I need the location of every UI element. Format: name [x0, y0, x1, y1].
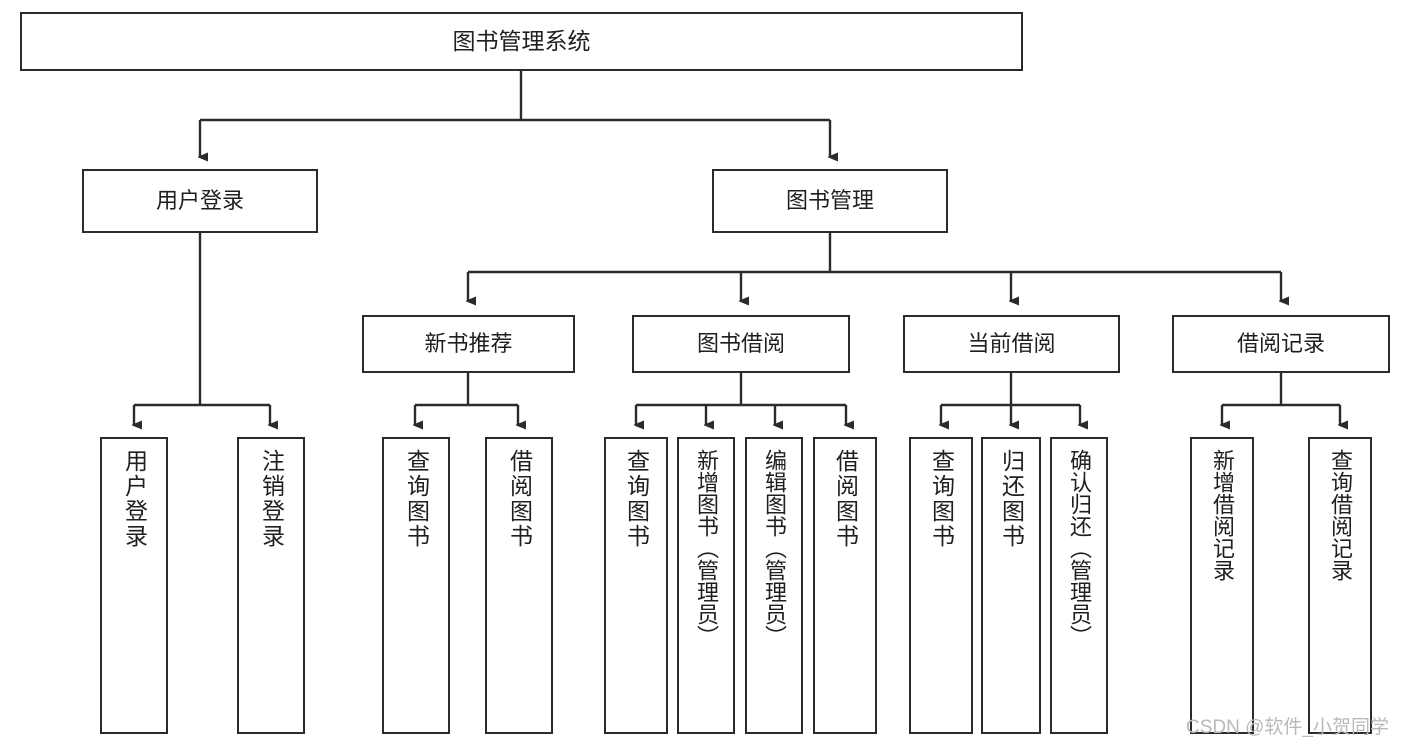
node-current-borrow[interactable]: 当前借阅 [903, 315, 1120, 373]
node-label: 图书管理 [785, 188, 874, 214]
node-root-system[interactable]: 图书管理系统 [20, 12, 1023, 71]
leaf-borrow-book[interactable]: 借阅图书 [813, 437, 877, 734]
leaf-borrow-book-recommend[interactable]: 借阅图书 [485, 437, 553, 734]
node-label: 编辑图书（管理员） [762, 449, 787, 647]
node-label: 查询图书 [623, 449, 650, 549]
watermark-text: CSDN @软件_小贺同学 [1186, 717, 1389, 738]
node-label: 借阅图书 [506, 449, 533, 549]
node-label: 借阅记录 [1236, 331, 1325, 357]
leaf-add-book-admin[interactable]: 新增图书（管理员） [677, 437, 735, 734]
node-label: 借阅图书 [832, 449, 859, 549]
node-user-login[interactable]: 用户登录 [82, 169, 318, 233]
leaf-edit-book-admin[interactable]: 编辑图书（管理员） [745, 437, 803, 734]
node-label: 归还图书 [998, 449, 1025, 549]
node-label: 查询图书 [403, 449, 430, 549]
node-book-management[interactable]: 图书管理 [712, 169, 948, 233]
node-book-borrow[interactable]: 图书借阅 [632, 315, 850, 373]
node-label: 确认归还（管理员） [1067, 449, 1092, 647]
node-label: 新书推荐 [424, 331, 513, 357]
node-label: 用户登录 [121, 449, 148, 549]
leaf-query-book-recommend[interactable]: 查询图书 [382, 437, 450, 734]
leaf-query-borrow-record[interactable]: 查询借阅记录 [1308, 437, 1372, 734]
node-label: 注销登录 [258, 449, 285, 549]
leaf-user-login[interactable]: 用户登录 [100, 437, 168, 734]
leaf-return-book[interactable]: 归还图书 [981, 437, 1041, 734]
node-label: 图书借阅 [696, 331, 785, 357]
node-new-book-recommend[interactable]: 新书推荐 [362, 315, 575, 373]
node-borrow-record[interactable]: 借阅记录 [1172, 315, 1390, 373]
node-label: 图书管理系统 [452, 28, 591, 55]
node-label: 新增借阅记录 [1210, 449, 1235, 581]
node-label: 查询图书 [928, 449, 955, 549]
leaf-confirm-return-admin[interactable]: 确认归还（管理员） [1050, 437, 1108, 734]
leaf-query-book-current[interactable]: 查询图书 [909, 437, 973, 734]
node-label: 用户登录 [155, 188, 244, 214]
node-label: 查询借阅记录 [1328, 449, 1353, 581]
node-label: 当前借阅 [967, 331, 1056, 357]
leaf-logout-login[interactable]: 注销登录 [237, 437, 305, 734]
leaf-query-book-borrow[interactable]: 查询图书 [604, 437, 668, 734]
node-label: 新增图书（管理员） [694, 449, 719, 647]
leaf-add-borrow-record[interactable]: 新增借阅记录 [1190, 437, 1254, 734]
